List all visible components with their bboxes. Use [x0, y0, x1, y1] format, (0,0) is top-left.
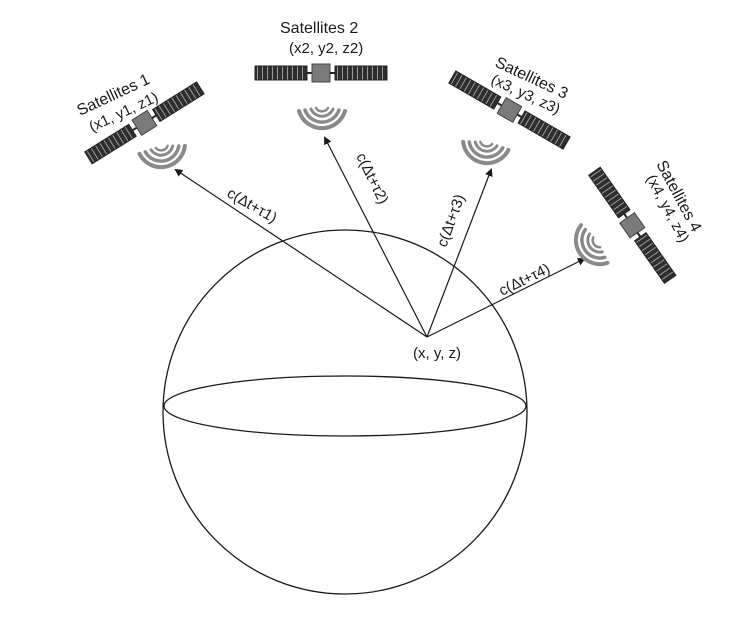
satellite-2: Satellites 2 (x2, y2, z2) — [254, 20, 388, 131]
signal-4-icon — [565, 221, 612, 275]
range-line-2 — [324, 136, 428, 338]
satellite-2-name: Satellites 2 — [280, 20, 358, 37]
signal-3-icon — [458, 136, 511, 169]
range-label-4: c(Δt+τ4) — [496, 260, 553, 299]
range-line-4 — [426, 258, 586, 338]
satellite-1: Satellites 1 (x1, y1, z1) — [75, 71, 207, 173]
satellite-2-coords: (x2, y2, z2) — [289, 40, 363, 57]
receiver-label: (x, y, z) — [413, 345, 461, 362]
earth-outline — [162, 229, 528, 595]
satellite-3: Satellites 3 (x3, y3, z3) — [446, 54, 573, 169]
range-lines — [174, 136, 586, 338]
signal-2-icon — [297, 106, 347, 131]
earth-sphere — [162, 229, 528, 595]
equator-ellipse — [163, 375, 527, 437]
range-line-1 — [174, 168, 428, 338]
satellite-4: Satellites 4 (x4, y4, z4) — [565, 158, 704, 286]
signal-1-icon — [137, 140, 190, 173]
range-label-2: c(Δt+τ2) — [352, 150, 391, 207]
satellite-2-icon — [254, 63, 388, 83]
range-line-3 — [426, 168, 493, 338]
